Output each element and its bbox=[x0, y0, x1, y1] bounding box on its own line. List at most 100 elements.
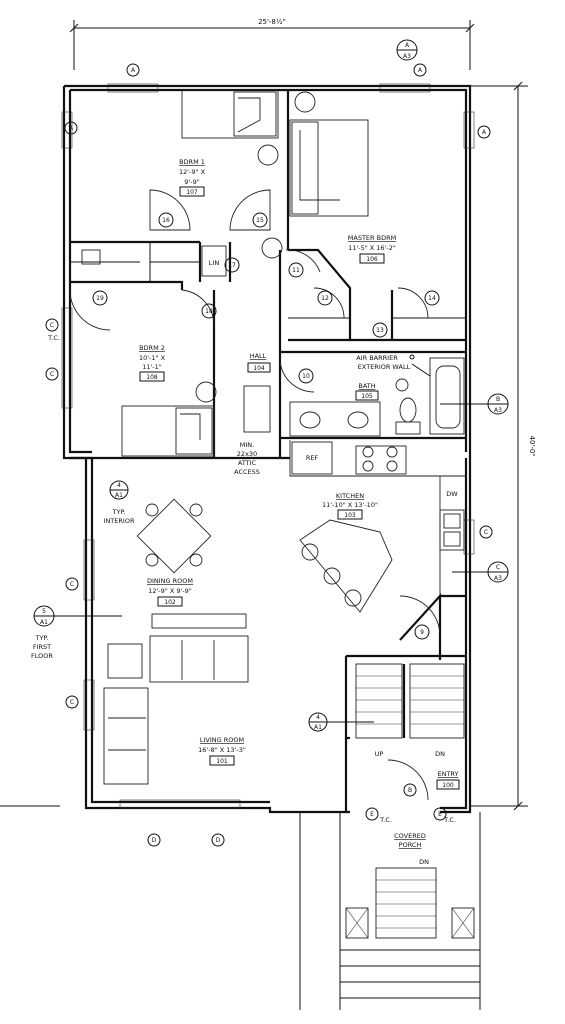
svg-text:A3: A3 bbox=[494, 575, 502, 582]
room-name: BDRM 2 bbox=[139, 344, 165, 352]
kitchen-counters bbox=[289, 440, 466, 613]
room-number: 106 bbox=[366, 256, 378, 263]
svg-text:A3: A3 bbox=[494, 407, 502, 414]
section-tag: B A3 bbox=[440, 393, 509, 415]
room-name: PORCH bbox=[399, 841, 422, 849]
svg-text:E: E bbox=[438, 811, 442, 818]
door-swings bbox=[69, 189, 441, 801]
room-name: COVERED bbox=[394, 832, 426, 840]
stair-up-note: UP bbox=[375, 750, 384, 758]
tc-note: T.C. bbox=[443, 816, 456, 824]
attic-note: ACCESS bbox=[234, 468, 260, 476]
stairs bbox=[355, 663, 465, 739]
overall-dimension-right: 40'-0" bbox=[528, 435, 536, 456]
beds bbox=[121, 89, 369, 457]
room-label-bdrm2: BDRM 2 10'-1" X 11'-1" 108 bbox=[139, 344, 166, 382]
room-label-porch: COVERED PORCH bbox=[394, 832, 426, 849]
room-dims: 11'-1" bbox=[142, 363, 162, 371]
svg-text:15: 15 bbox=[256, 217, 264, 224]
stair-down-note: DN bbox=[435, 750, 445, 758]
room-name: MASTER BDRM bbox=[348, 234, 396, 242]
porch-down-note: DN bbox=[419, 858, 429, 866]
room-label-bath: BATH 105 bbox=[355, 382, 379, 401]
svg-text:C: C bbox=[50, 322, 54, 329]
room-number: 104 bbox=[253, 365, 265, 372]
room-dims: 12'-9" X 9'-9" bbox=[148, 587, 192, 595]
room-number: 103 bbox=[344, 512, 356, 519]
typ-first-note: FLOOR bbox=[31, 652, 53, 660]
svg-text:D: D bbox=[152, 837, 157, 844]
room-number: 100 bbox=[442, 782, 454, 789]
typ-interior-note: TYP. bbox=[112, 508, 126, 516]
room-name: KITCHEN bbox=[336, 492, 364, 500]
svg-text:A: A bbox=[69, 125, 74, 132]
section-tag: 4 A1 bbox=[109, 480, 129, 500]
svg-text:C: C bbox=[70, 581, 74, 588]
svg-text:A: A bbox=[418, 67, 423, 74]
room-number: 105 bbox=[361, 393, 373, 400]
room-label-entry: ENTRY 100 bbox=[436, 770, 460, 790]
svg-text:C: C bbox=[50, 371, 54, 378]
refrigerator-note: REF bbox=[306, 454, 319, 462]
svg-text:11: 11 bbox=[292, 267, 300, 274]
attic-note: ATTIC bbox=[238, 459, 257, 467]
room-dims: 10'-1" X bbox=[139, 354, 166, 362]
typ-first-note: FIRST bbox=[33, 643, 51, 651]
room-number: 107 bbox=[186, 189, 198, 196]
room-name: BATH bbox=[358, 382, 375, 390]
svg-text:B: B bbox=[496, 396, 500, 403]
svg-text:C: C bbox=[70, 699, 74, 706]
svg-text:A1: A1 bbox=[115, 492, 123, 499]
overall-dimension-top: 25'-8½" bbox=[258, 18, 286, 26]
attic-note: MIN. bbox=[240, 441, 254, 449]
room-label-hall: HALL 104 bbox=[247, 352, 271, 373]
interior-walls bbox=[70, 90, 466, 812]
svg-text:10: 10 bbox=[302, 373, 310, 380]
nightstands bbox=[81, 91, 316, 403]
svg-text:19: 19 bbox=[96, 295, 104, 302]
room-label-living: LIVING ROOM 16'-8" X 13'-3" 101 bbox=[198, 736, 246, 766]
tc-note: T.C. bbox=[379, 816, 392, 824]
room-label-kitchen: KITCHEN 11'-10" X 13'-10" 103 bbox=[322, 492, 378, 520]
svg-text:18: 18 bbox=[205, 308, 213, 315]
svg-text:A: A bbox=[482, 129, 487, 136]
windows bbox=[61, 83, 475, 809]
svg-text:C: C bbox=[496, 564, 500, 571]
attic-note: 22x30 bbox=[237, 450, 257, 458]
bath-fixtures bbox=[289, 357, 465, 437]
svg-text:B: B bbox=[408, 787, 412, 794]
room-dims: 11'-5" X 16'-2" bbox=[348, 244, 396, 252]
svg-text:12: 12 bbox=[321, 295, 329, 302]
room-name: DINING ROOM bbox=[147, 577, 193, 585]
svg-text:5: 5 bbox=[42, 608, 46, 615]
section-tag: 5 A1 bbox=[33, 605, 122, 627]
typ-first-note: TYP. bbox=[35, 634, 49, 642]
linen-note: LIN bbox=[209, 259, 220, 267]
room-dims: 16'-8" X 13'-3" bbox=[198, 746, 246, 754]
dishwasher-note: DW bbox=[446, 490, 458, 498]
room-dims: 9'-9" bbox=[184, 178, 199, 186]
dimension-lines bbox=[0, 20, 528, 811]
svg-text:17: 17 bbox=[228, 262, 236, 269]
exterior-walls bbox=[62, 84, 472, 814]
svg-text:C: C bbox=[484, 529, 488, 536]
air-barrier-note: AIR BARRIER bbox=[356, 354, 398, 362]
svg-text:A: A bbox=[131, 67, 136, 74]
svg-text:9: 9 bbox=[420, 629, 424, 636]
room-dims: 11'-10" X 13'-10" bbox=[322, 501, 378, 509]
air-barrier-note: EXTERIOR WALL bbox=[358, 363, 411, 371]
notes: AIR BARRIER EXTERIOR WALL MIN. 22x30 ATT… bbox=[31, 259, 458, 866]
section-tag: 4 A1 bbox=[308, 712, 374, 732]
tc-note: T.C. bbox=[47, 334, 60, 342]
room-label-master: MASTER BDRM 11'-5" X 16'-2" 106 bbox=[348, 234, 396, 264]
room-label-dining: DINING ROOM 12'-9" X 9'-9" 102 bbox=[147, 577, 193, 607]
room-name: BDRM 1 bbox=[179, 158, 205, 166]
svg-text:4: 4 bbox=[316, 714, 320, 721]
svg-text:4: 4 bbox=[117, 482, 121, 489]
svg-text:A3: A3 bbox=[403, 53, 411, 60]
svg-text:A1: A1 bbox=[40, 619, 48, 626]
dining-table bbox=[136, 498, 247, 629]
svg-text:A1: A1 bbox=[314, 724, 322, 731]
room-number: 108 bbox=[146, 374, 158, 381]
